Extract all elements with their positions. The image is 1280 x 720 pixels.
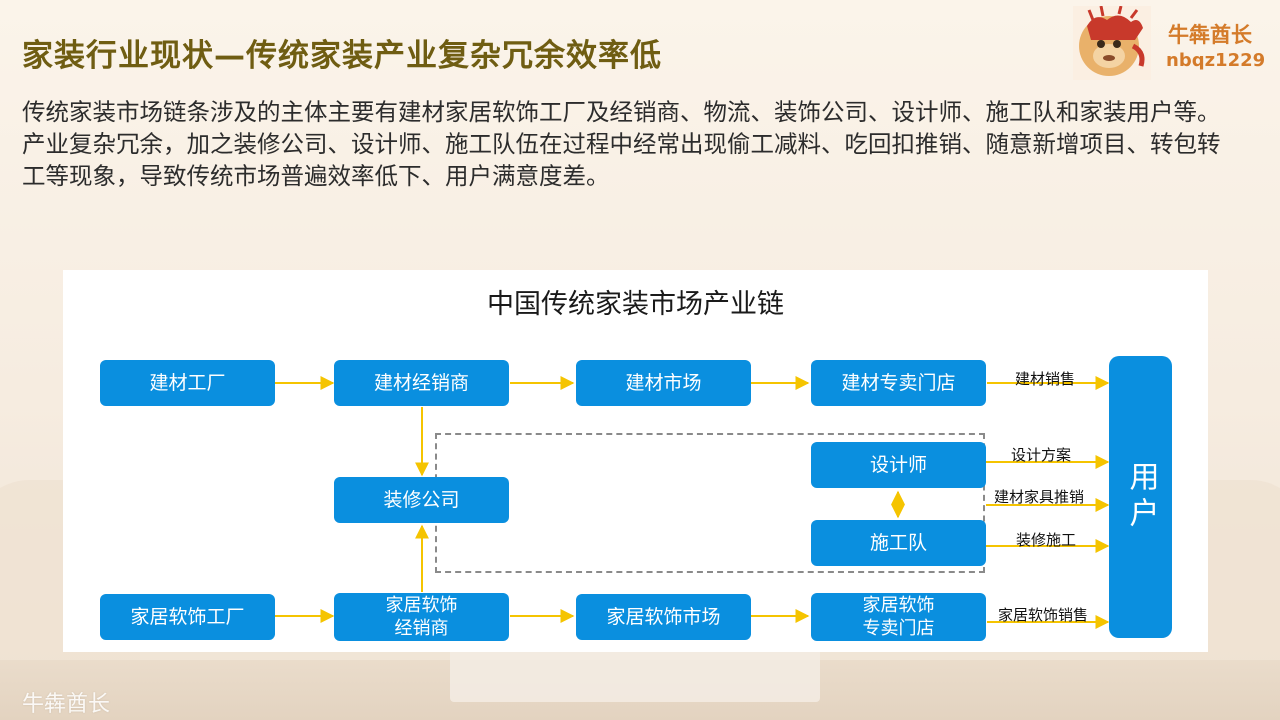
diagram-arrows	[275, 376, 1110, 629]
node-home-soft-decor-store: 家居软饰 专卖门店	[811, 593, 986, 641]
label-soft-decor-sales: 家居软饰销售	[998, 606, 1089, 624]
node-label-line-1: 家居软饰	[862, 595, 935, 616]
node-construction-team: 施工队	[811, 520, 986, 566]
page-title: 家装行业现状—传统家装产业复杂冗余效率低	[22, 38, 662, 74]
label-design-plan: 设计方案	[1011, 446, 1072, 464]
industry-chain-diagram: 中国传统家装市场产业链	[63, 270, 1208, 652]
node-designer: 设计师	[811, 442, 986, 488]
label-decoration-construction: 装修施工	[1016, 531, 1077, 549]
node-building-materials-store: 建材专卖门店	[811, 360, 986, 406]
node-label-line-1: 家居软饰	[385, 595, 458, 616]
node-building-materials-market: 建材市场	[576, 360, 751, 406]
diagram-title: 中国传统家装市场产业链	[487, 289, 784, 320]
brand-id: nbqz1229	[1166, 50, 1266, 71]
label-materials-furniture-promotion: 建材家具推销	[994, 488, 1085, 506]
node-building-materials-dealer: 建材经销商	[334, 360, 509, 406]
node-label-line-2: 经销商	[394, 618, 449, 639]
node-label-line-2: 专卖门店	[862, 618, 935, 639]
brand-watermark: 牛犇酋长	[22, 692, 111, 717]
node-home-soft-decor-market: 家居软饰市场	[576, 594, 751, 640]
node-home-soft-decor-factory: 家居软饰工厂	[100, 594, 275, 640]
node-decoration-company: 装修公司	[334, 477, 509, 523]
brand-name: 牛犇酋长	[1168, 23, 1252, 47]
intro-paragraph: 传统家装市场链条涉及的主体主要有建材家居软饰工厂及经销商、物流、装饰公司、设计师…	[22, 98, 1221, 190]
node-user: 用户	[1109, 356, 1172, 638]
bull-mascot-logo-icon	[1073, 5, 1151, 80]
node-building-materials-factory: 建材工厂	[100, 360, 275, 406]
label-materials-sales: 建材销售	[1015, 370, 1076, 388]
node-home-soft-decor-dealer: 家居软饰 经销商	[334, 593, 509, 641]
